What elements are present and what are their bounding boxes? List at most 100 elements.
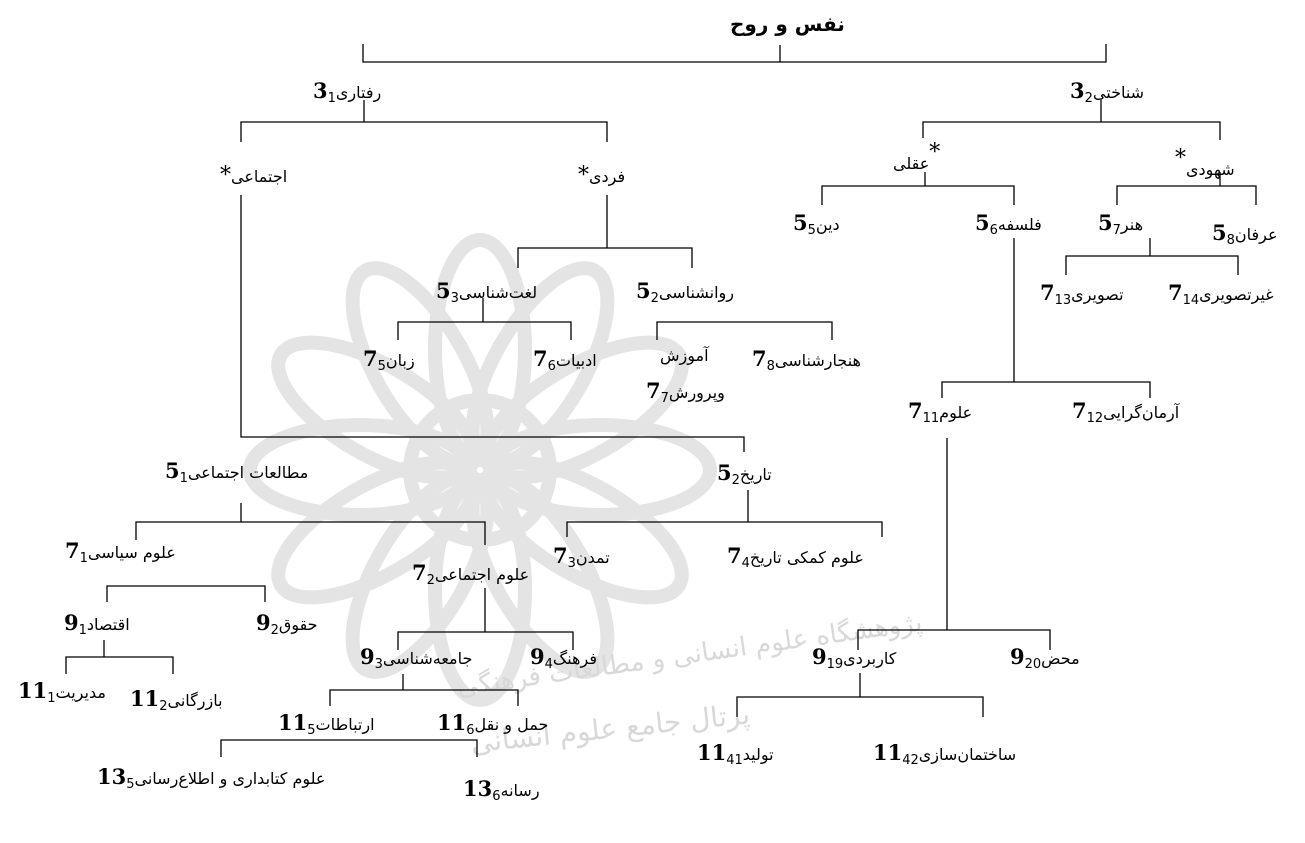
- node-subscript: 14: [1182, 293, 1200, 308]
- node-label: مطالعات اجتماعی: [187, 463, 309, 482]
- node-normology: 7 8 هنجارشناسی: [752, 348, 861, 373]
- node-number: 5: [793, 210, 808, 235]
- node-label: مدیریت: [55, 683, 106, 702]
- node-nonpictorial: 7 14 غیرتصویری: [1168, 282, 1274, 307]
- node-number: 9: [256, 610, 271, 635]
- node-cognitive: 3 2 شناختی: [1070, 78, 1144, 105]
- node-sociology: 9 3 جامعه‌شناسی: [360, 646, 473, 671]
- node-label: آرمان‌گرایی: [1103, 403, 1180, 422]
- node-label: وپرورش: [668, 383, 725, 402]
- node-sciences: 7 11 علوم: [908, 398, 972, 425]
- node-label: جامعه‌شناسی: [382, 649, 473, 668]
- node-literature: 7 6 ادبیات: [533, 346, 597, 373]
- node-subscript: 13: [1054, 293, 1072, 308]
- node-subscript: 1: [79, 551, 88, 566]
- node-subscript: 2: [731, 473, 740, 488]
- connector-socialsciences: [397, 631, 574, 650]
- node-number: 9: [1010, 644, 1025, 669]
- connector-communications: [220, 739, 478, 757]
- node-economics: 9 1 اقتصاد: [64, 610, 130, 637]
- node-label: حمل و نقل: [474, 715, 549, 734]
- node-number: 9: [64, 610, 79, 635]
- node-label: حقوق: [278, 615, 318, 634]
- node-number: 11: [278, 710, 308, 735]
- node-subscript: 7: [1112, 223, 1121, 238]
- node-political: 7 1 علوم سیاسی: [65, 538, 176, 565]
- node-subscript: 2: [1084, 91, 1093, 106]
- node-number: 11: [18, 678, 48, 703]
- connector-root: [362, 44, 1107, 63]
- node-label: هنر: [1120, 215, 1143, 234]
- node-social-sciences: 7 2 علوم اجتماعی: [412, 562, 529, 587]
- node-rational: عقلی *: [893, 142, 940, 172]
- node-intuitive: * شهودی: [1175, 148, 1235, 178]
- node-education-line2: 7 7 وپرورش: [646, 378, 725, 405]
- node-language: 7 5 زبان: [363, 348, 415, 373]
- node-mysticism: 5 8 عرفان: [1212, 220, 1278, 247]
- node-label: دین: [815, 215, 840, 234]
- node-number: 3: [1070, 78, 1085, 103]
- node-subscript: 6: [466, 723, 475, 738]
- node-label: لغت‌شناسی: [458, 283, 538, 302]
- node-label: فردی: [589, 167, 626, 186]
- asterisk-mark: *: [220, 163, 231, 188]
- diagram-title: نفس و روح: [730, 14, 845, 34]
- node-subscript: 5: [126, 777, 135, 792]
- node-number: 13: [463, 776, 493, 801]
- rosette-center: [403, 393, 557, 547]
- node-number: 5: [1212, 220, 1227, 245]
- connector-socialstudies: [135, 521, 486, 545]
- node-number: 7: [908, 398, 923, 423]
- node-label: بازرگانی: [167, 691, 223, 710]
- node-subscript: 6: [989, 223, 998, 238]
- connector-sciences: [857, 629, 1051, 650]
- node-number: 11: [873, 740, 903, 765]
- node-history: 5 2 تاریخ: [717, 462, 772, 487]
- node-number: 7: [533, 346, 548, 371]
- node-subscript: 8: [1226, 233, 1235, 248]
- connector-individual: [517, 247, 693, 268]
- node-label: روانشناسی: [658, 283, 734, 302]
- node-label: غیرتصویری: [1199, 285, 1274, 304]
- node-subscript: 2: [650, 291, 659, 306]
- connector-behavioral: [240, 121, 608, 142]
- node-applied: 9 19 کاربردی: [812, 646, 897, 671]
- node-label: اقتصاد: [86, 615, 130, 634]
- node-label: کاربردی: [843, 649, 897, 668]
- node-label: ارتباطات: [315, 715, 375, 734]
- connector-philosophy: [941, 381, 1151, 398]
- node-library-science: 13 5 علوم کتابداری و اطلاع‌رسانی: [97, 766, 325, 791]
- node-subscript: 4: [544, 657, 553, 672]
- node-pictorial: 7 13 تصویری: [1040, 280, 1124, 307]
- node-pure: 9 20 محض: [1010, 644, 1080, 671]
- node-law: 9 2 حقوق: [256, 610, 318, 637]
- connector-psychology: [656, 321, 833, 340]
- node-subscript: 4: [741, 556, 750, 571]
- node-number: 7: [646, 378, 661, 403]
- connector-economics: [65, 656, 174, 674]
- node-media: 13 6 رسانه: [463, 776, 540, 803]
- node-label: فرهنگ: [552, 649, 597, 668]
- node-subscript: 41: [726, 753, 743, 768]
- rosette-petal: [479, 335, 689, 485]
- node-transport: 11 6 حمل و نقل: [437, 712, 549, 737]
- node-number: 5: [1098, 210, 1113, 235]
- node-number: 7: [1072, 398, 1087, 423]
- node-subscript: 5: [307, 723, 316, 738]
- node-culture: 9 4 فرهنگ: [530, 646, 597, 671]
- node-art: 5 7 هنر: [1098, 210, 1143, 237]
- connector-history: [566, 521, 883, 537]
- node-label: عرفان: [1234, 225, 1278, 244]
- connector-rational: [821, 185, 1015, 205]
- node-behavioral: 3 1 رفتاری: [313, 80, 381, 105]
- node-number: 7: [65, 538, 80, 563]
- connector-intuitive: [1116, 185, 1257, 205]
- node-number: 5: [165, 458, 180, 483]
- node-label: تولید: [742, 745, 774, 764]
- node-number: 7: [1040, 280, 1055, 305]
- node-subscript: 2: [426, 573, 435, 588]
- node-label: فلسفه: [997, 215, 1042, 234]
- node-subscript: 1: [78, 623, 87, 638]
